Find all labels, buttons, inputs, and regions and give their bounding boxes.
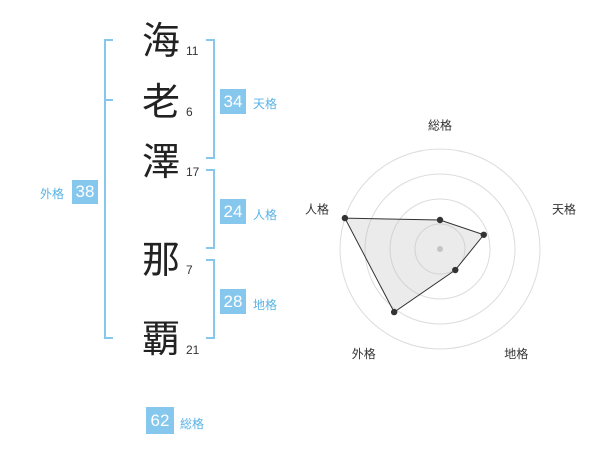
name-char-3: 澤: [141, 140, 180, 184]
stroke-count-5: 21: [186, 343, 200, 357]
radar-axis-label: 人格: [305, 201, 329, 216]
radar-axis-label: 外格: [352, 346, 376, 361]
gaikaku-label: 外格: [40, 187, 65, 201]
tenkaku-label: 天格: [253, 97, 278, 111]
name-char-1: 海: [141, 19, 180, 63]
chikaku-label: 地格: [253, 298, 278, 312]
radar-point-1: [436, 216, 444, 224]
jinkaku-label: 人格: [253, 208, 278, 222]
radar-center-dot: [437, 246, 443, 252]
radar-point-4: [390, 308, 398, 316]
stroke-count-4: 7: [186, 263, 193, 277]
radar-point-5: [341, 214, 349, 222]
jinkaku-bracket: [206, 169, 215, 249]
radar-axis-label: 総格: [428, 118, 452, 133]
radar-axis-label: 地格: [504, 346, 528, 361]
radar-ring: [339, 148, 541, 350]
stroke-count-1: 11: [186, 44, 199, 58]
chikaku-bracket: [206, 259, 215, 339]
tenkaku-value: 34: [220, 89, 246, 114]
radar-point-3: [452, 266, 459, 274]
name-char-2: 老: [141, 80, 180, 124]
soukaku-value: 62: [146, 407, 174, 434]
radar-point-2: [480, 231, 487, 238]
tenkaku-bracket: [206, 39, 215, 159]
chikaku-value: 28: [220, 289, 246, 314]
jinkaku-value: 24: [220, 199, 246, 224]
radar-ring: [364, 173, 516, 325]
gaikaku-bracket: [104, 39, 113, 339]
stroke-count-3: 17: [186, 165, 200, 179]
radar-polygon: [344, 217, 485, 313]
radar-axis-label: 天格: [552, 201, 576, 216]
radar-ring: [414, 223, 466, 275]
radar-ring: [389, 198, 491, 300]
name-char-5: 覇: [141, 317, 180, 361]
soukaku-label: 総格: [180, 417, 205, 431]
name-char-4: 那: [141, 238, 180, 282]
stroke-count-2: 6: [186, 105, 193, 119]
gaikaku-value: 38: [72, 180, 98, 204]
